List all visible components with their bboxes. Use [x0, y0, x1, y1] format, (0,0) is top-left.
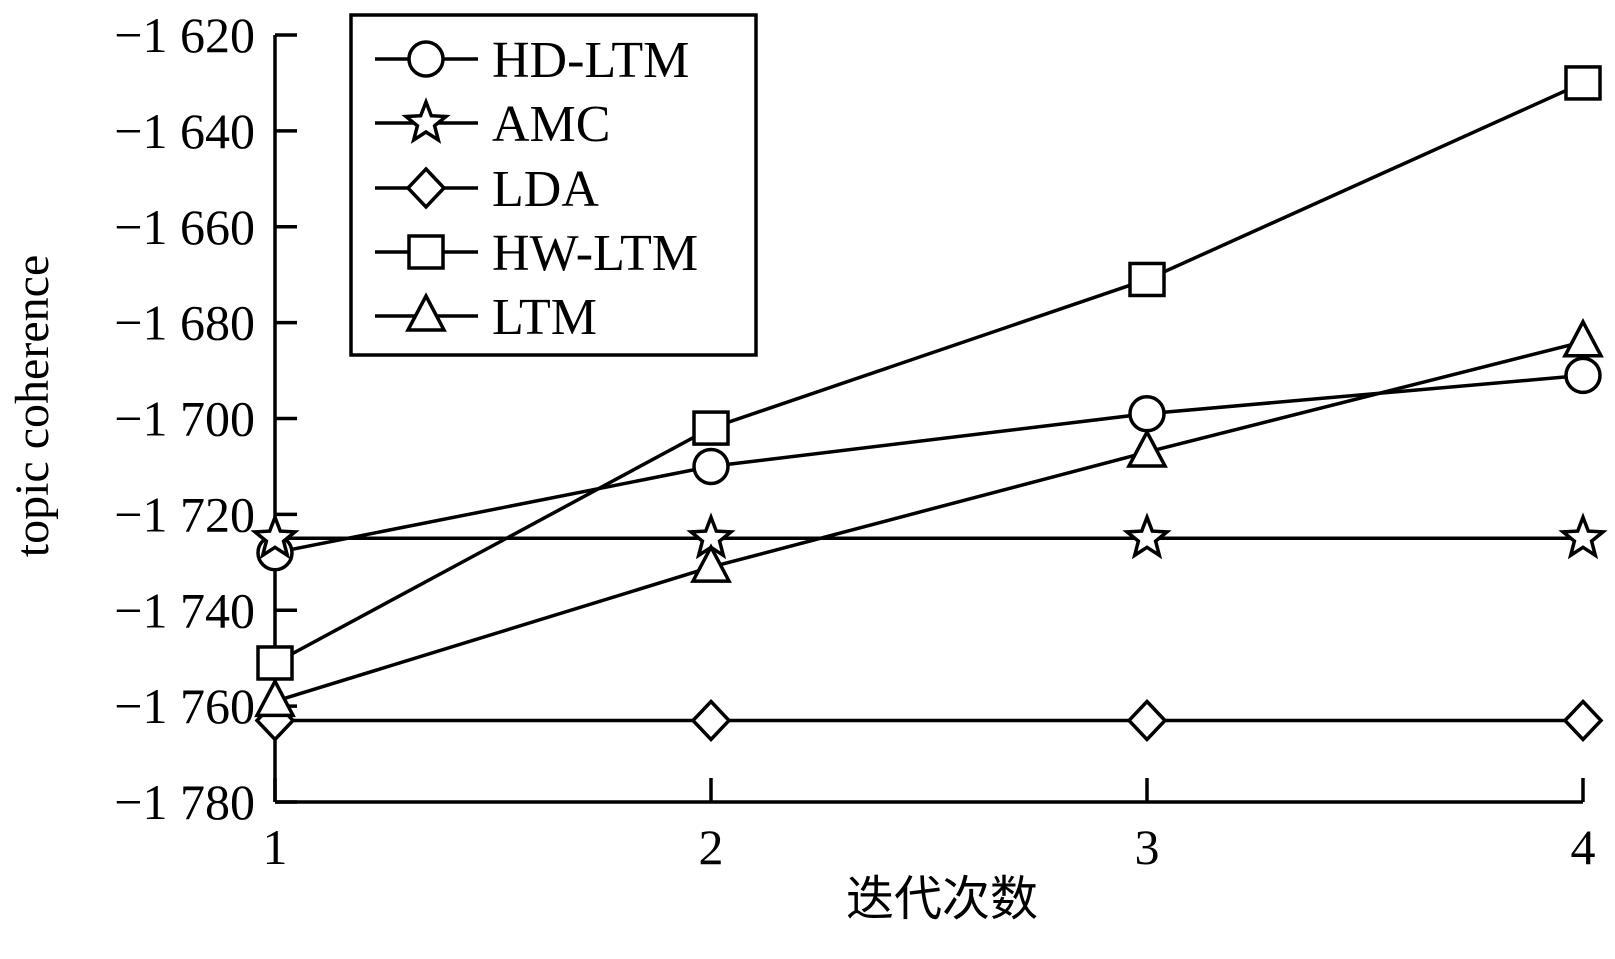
data-point-hw-ltm	[1564, 65, 1602, 101]
data-point-hd-ltm	[1564, 356, 1602, 395]
series-ltm	[254, 318, 1604, 718]
x-tick-label: 3	[1135, 819, 1160, 875]
y-tick-label: −1 720	[114, 486, 255, 542]
series-line-ltm	[274, 340, 1584, 703]
y-tick-label: −1 700	[114, 391, 255, 447]
legend-label-hd-ltm: HD-LTM	[492, 32, 689, 89]
legend-marker-hd-ltm	[407, 40, 445, 78]
y-tick-label: −1 760	[114, 678, 255, 734]
chart-legend: HD-LTM AMC LDA HW-LTM LTM	[349, 13, 758, 357]
y-tick-label: −1 640	[114, 103, 255, 159]
y-tick-label: −1 740	[114, 582, 255, 638]
x-tick-label: 1	[263, 819, 288, 875]
data-point-amc	[1558, 512, 1608, 560]
y-tick-label: −1 660	[114, 199, 255, 255]
legend-label-lda: LDA	[492, 161, 599, 218]
data-point-hd-ltm	[1128, 394, 1166, 433]
data-point-ltm	[690, 543, 732, 583]
data-point-hd-ltm	[692, 447, 730, 486]
series-line-hd-ltm	[274, 373, 1584, 555]
legend-label-ltm: LTM	[492, 289, 597, 346]
series-lda	[254, 698, 1604, 743]
legend-marker-ltm	[405, 292, 447, 332]
data-point-amc	[1122, 512, 1172, 560]
data-point-hw-ltm	[256, 645, 294, 681]
y-tick-label: −1 620	[114, 7, 255, 63]
series-hd-ltm	[256, 356, 1602, 572]
y-axis-label: topic coherence	[6, 255, 59, 557]
x-axis-ticks: 1 2 3 4	[263, 778, 1596, 875]
x-tick-label: 4	[1571, 819, 1596, 875]
legend-label-hw-ltm: HW-LTM	[492, 225, 698, 282]
data-point-ltm	[1126, 428, 1168, 468]
x-axis-label: 迭代次数	[846, 873, 1038, 926]
series-amc	[250, 512, 1608, 560]
data-point-lda	[1126, 698, 1168, 743]
x-tick-label: 2	[699, 819, 724, 875]
y-tick-label: −1 780	[114, 774, 255, 830]
y-tick-label: −1 680	[114, 295, 255, 351]
data-point-hw-ltm	[692, 410, 730, 446]
chart-series	[250, 65, 1608, 743]
legend-marker-amc	[401, 97, 451, 144]
data-point-ltm	[1562, 318, 1604, 358]
legend-marker-hw-ltm	[407, 234, 445, 270]
legend-marker-lda	[405, 166, 447, 210]
legend-label-amc: AMC	[492, 96, 610, 153]
series-hw-ltm	[256, 65, 1602, 681]
y-axis-ticks: −1 620 −1 640 −1 660 −1 680 −1 700 −1 720 −1 7…	[114, 7, 297, 830]
data-point-amc	[250, 512, 300, 560]
series-line-hw-ltm	[274, 81, 1584, 665]
data-point-hw-ltm	[1128, 261, 1166, 298]
data-point-ltm	[254, 677, 296, 718]
data-point-lda	[690, 698, 732, 743]
data-point-lda	[1562, 698, 1604, 743]
